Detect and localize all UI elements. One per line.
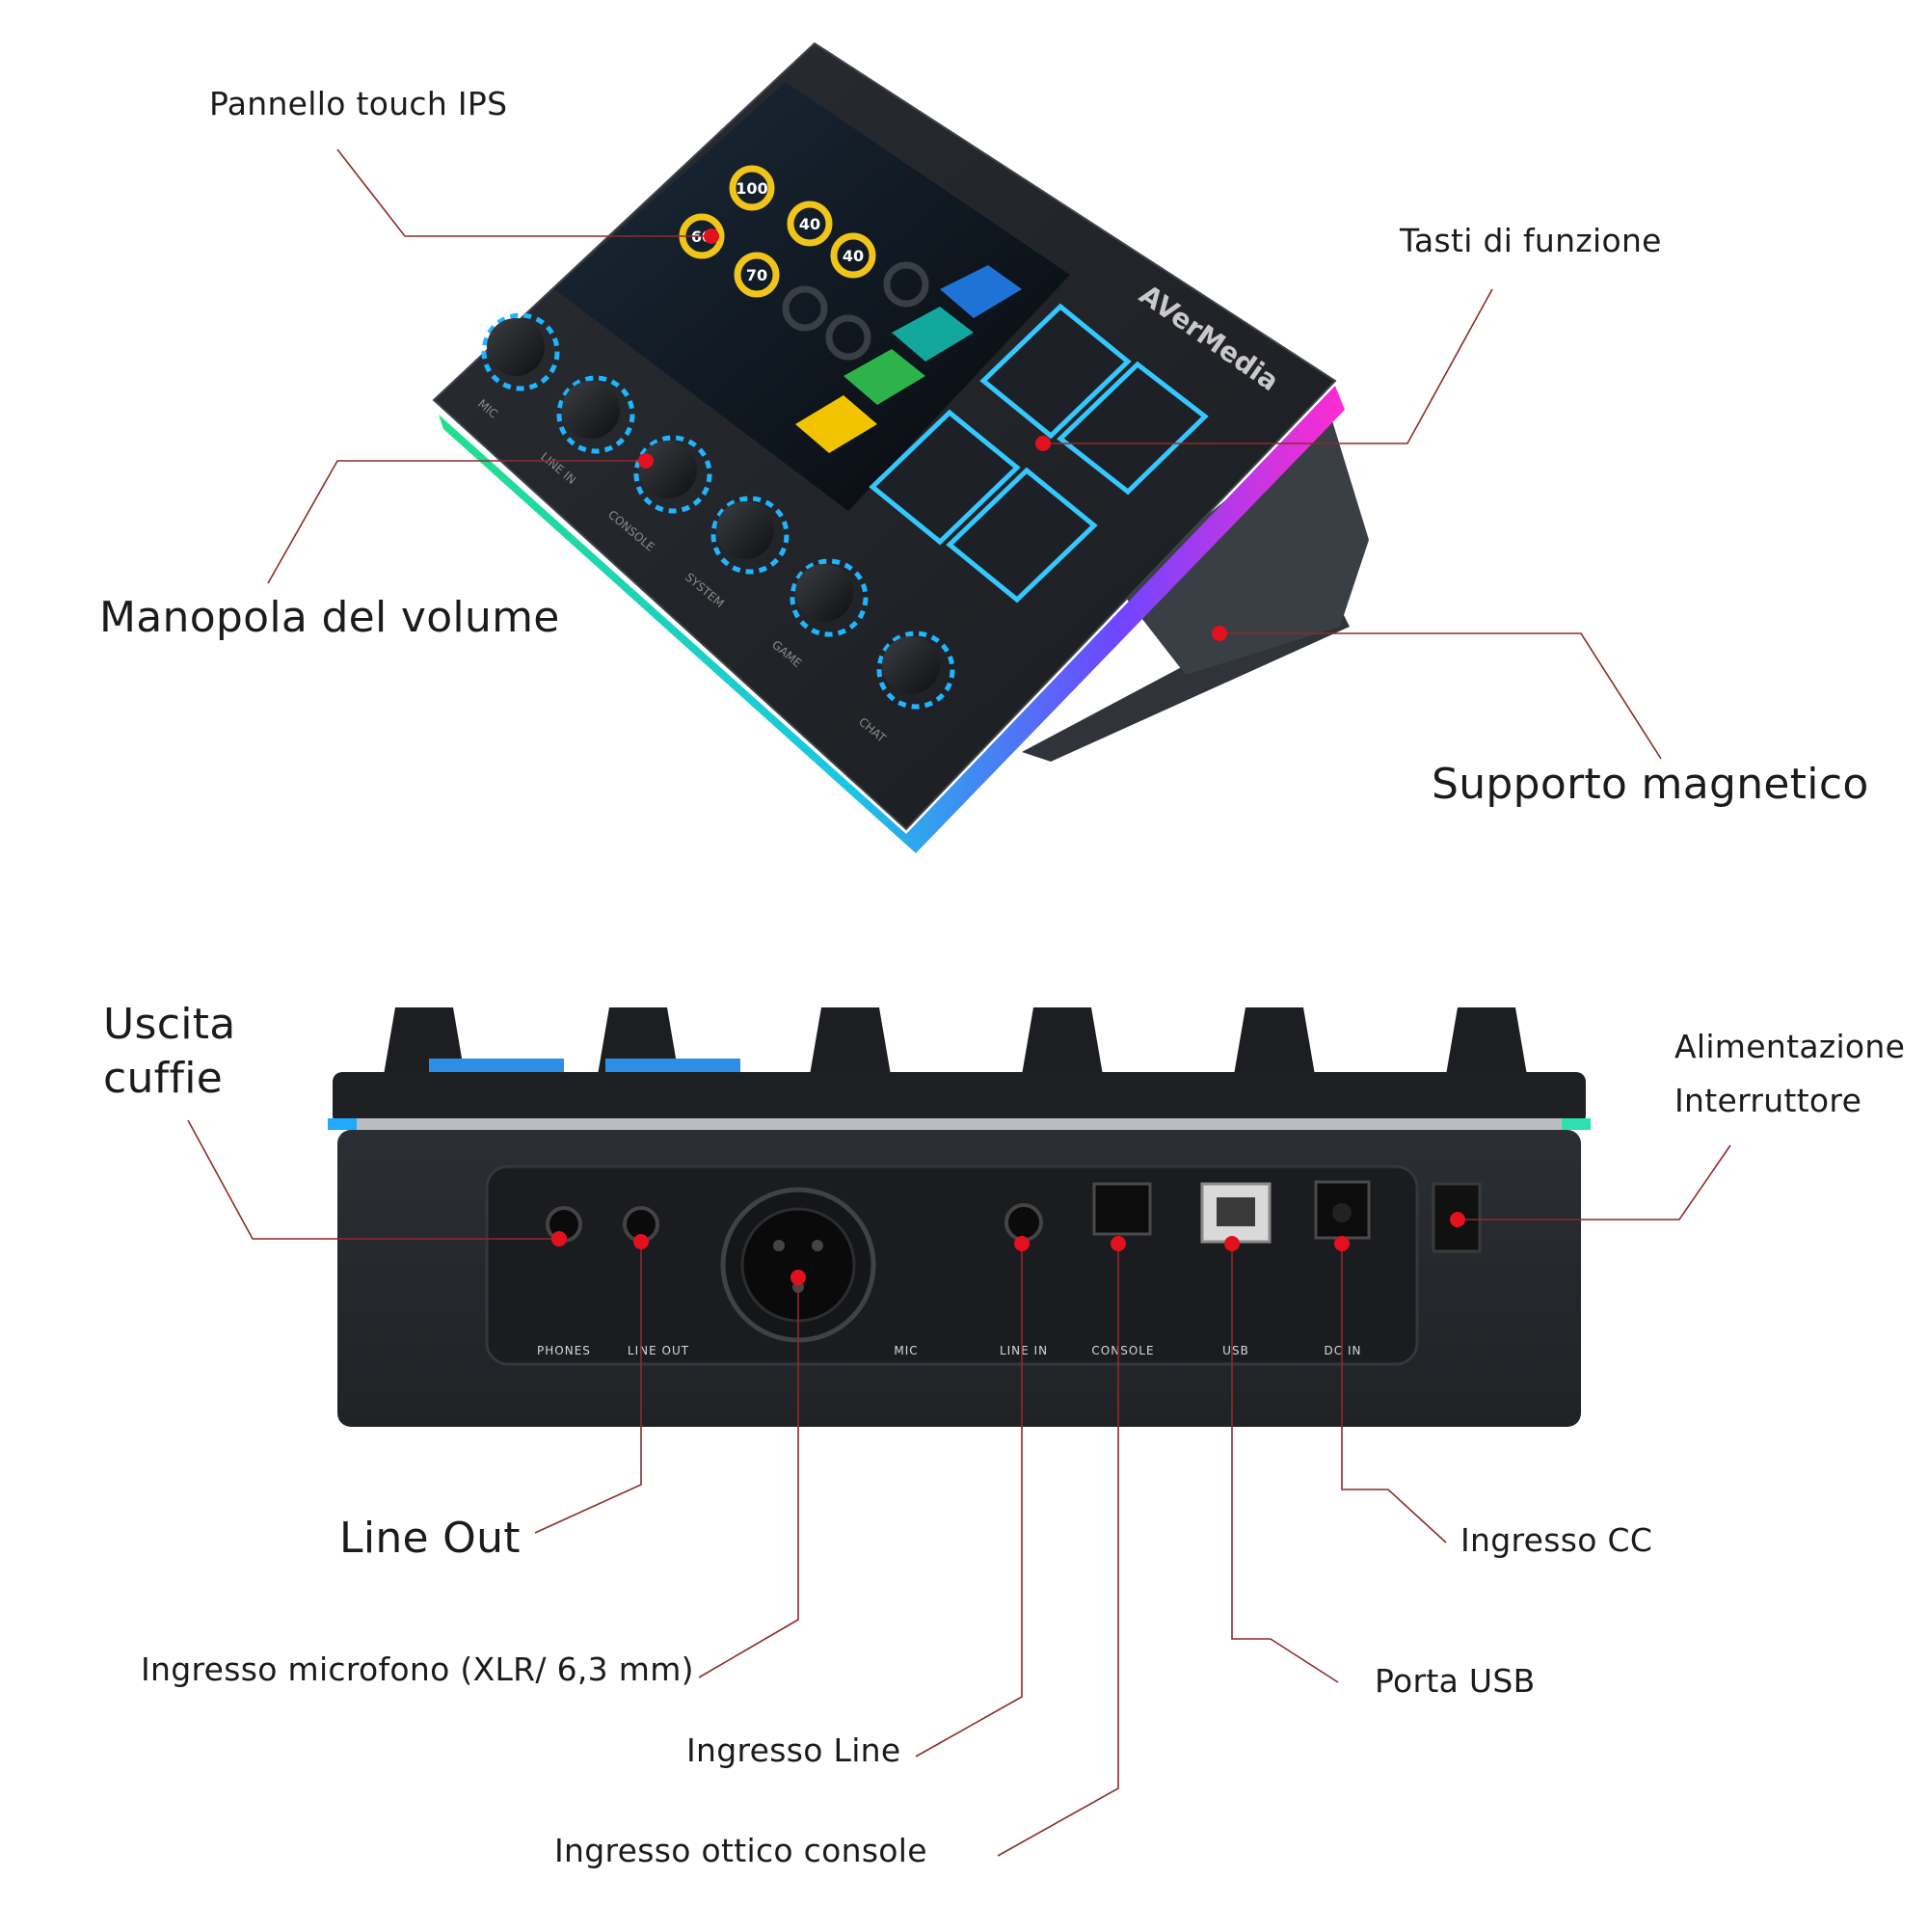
function-keys (869, 303, 1209, 604)
label-volume-knob: Manopola del volume (99, 593, 560, 642)
screen-gauges (679, 165, 929, 361)
function-key[interactable] (946, 467, 1098, 604)
function-key[interactable] (1057, 361, 1209, 496)
volume-knob-chat[interactable] (876, 631, 955, 710)
mixer-top-view: 100 60 40 40 70 AVerMedia (432, 41, 1369, 853)
label-line-out: Line Out (339, 1514, 521, 1563)
label-dc-in: Ingresso CC (1460, 1521, 1653, 1559)
volume-knobs (481, 312, 955, 710)
label-line-in: Ingresso Line (686, 1731, 901, 1769)
port-labels: PHONES LINE OUT MIC LINE IN CONSOLE USB … (537, 1344, 1362, 1357)
label-touch-panel: Pannello touch IPS (209, 85, 508, 122)
rear-pad-glow (429, 1059, 564, 1074)
mixer-rear-view: PHONES LINE OUT MIC LINE IN CONSOLE USB … (328, 1007, 1591, 1427)
gauge-value: 40 (799, 215, 820, 233)
label-mic-input: Ingresso microfono (XLR/ 6,3 mm) (141, 1650, 694, 1688)
label-headphone-out: Uscita cuffie (103, 1000, 236, 1103)
volume-knob-console[interactable] (633, 435, 712, 514)
xlr-combo-jack[interactable] (720, 1187, 876, 1343)
port-label: PHONES (537, 1344, 591, 1357)
tile-sound (795, 395, 877, 453)
rear-top-plate (333, 1072, 1586, 1125)
label-usb-port: Porta USB (1375, 1662, 1536, 1700)
port-label: DC IN (1325, 1344, 1362, 1357)
label-magnetic-stand: Supporto magnetico (1432, 760, 1869, 809)
label-power-switch: Alimentazione Interruttore (1674, 1028, 1906, 1119)
label-function-keys: Tasti di funzione (1400, 222, 1662, 259)
rear-pad-glow (605, 1059, 740, 1074)
callout-dots (551, 228, 1465, 1285)
gauge-value: 40 (843, 247, 864, 265)
volume-knob-line-in[interactable] (556, 375, 635, 454)
port-label: USB (1222, 1344, 1249, 1357)
tile-voice (892, 307, 974, 362)
function-key[interactable] (979, 303, 1132, 440)
gauge-value: 100 (736, 179, 767, 198)
optical-port[interactable] (1092, 1182, 1152, 1236)
volume-knob-mic[interactable] (481, 312, 560, 391)
leader-lines (187, 148, 1731, 1857)
port-label: LINE OUT (628, 1344, 689, 1357)
rear-knob-tops (384, 1007, 1527, 1075)
label-optical-in: Ingresso ottico console (554, 1832, 927, 1869)
screen-tiles (795, 265, 1022, 453)
port-label: MIC (894, 1344, 918, 1357)
gauge-value: 70 (746, 266, 767, 284)
volume-knob-system[interactable] (710, 496, 790, 575)
tile-stream (940, 265, 1022, 318)
line-in-jack[interactable] (1004, 1203, 1043, 1242)
port-label: LINE IN (1000, 1344, 1048, 1357)
ips-touch-screen (554, 82, 1070, 511)
port-label: CONSOLE (1091, 1344, 1154, 1357)
volume-knob-game[interactable] (790, 558, 869, 637)
function-key[interactable] (869, 409, 1021, 546)
tile-scenes (844, 349, 925, 405)
port-panel (485, 1165, 1419, 1366)
